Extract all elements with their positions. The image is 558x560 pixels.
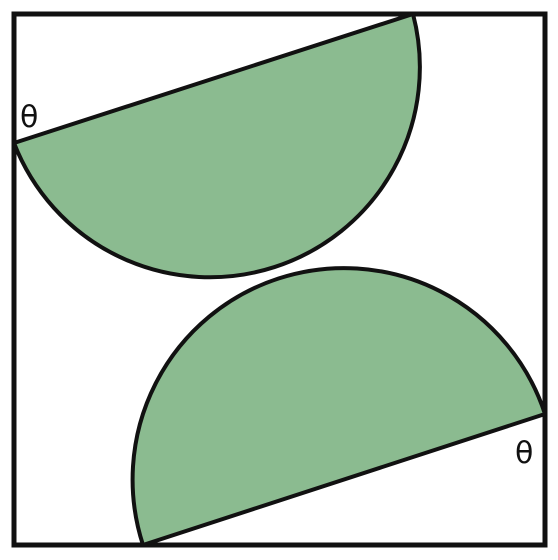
lower-semicircle bbox=[130, 266, 547, 547]
angle-label-theta-top-left: θ bbox=[20, 100, 38, 135]
upper-semicircle bbox=[12, 12, 422, 280]
angle-label-theta-bottom-right: θ bbox=[515, 436, 533, 471]
